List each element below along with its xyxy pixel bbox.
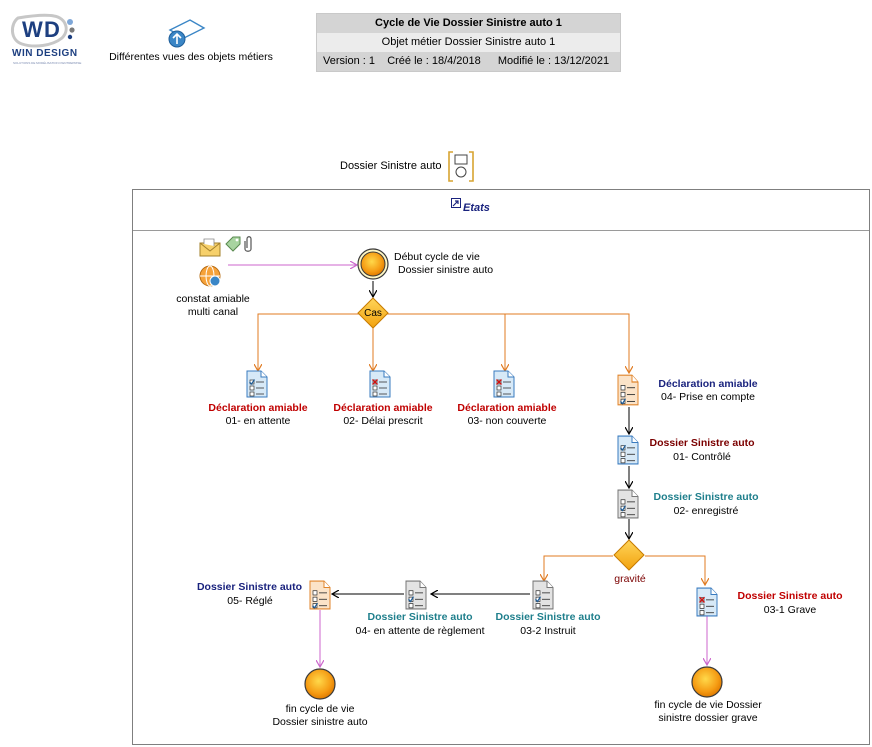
state-document-icon[interactable] [246, 370, 268, 398]
cas-label: Cas [364, 308, 382, 319]
state-document-icon[interactable] [493, 370, 515, 398]
version-cell: Version : 1 [317, 53, 381, 70]
shortcut-arrow-icon[interactable] [451, 198, 461, 208]
dossier-01-label: 01- Contrôlé [673, 451, 731, 463]
dossier-031-label: 03-1 Grave [763, 604, 817, 616]
end1-label-1: fin cycle de vie [285, 703, 355, 715]
dossier-02-label: 02- enregistré [673, 505, 739, 517]
windesign-logo-icon: W D [11, 13, 75, 48]
state-02-name: Déclaration amiable [333, 402, 433, 414]
views-link[interactable]: Différentes vues des objets métiers [100, 18, 285, 66]
page-title: Cycle de Vie Dossier Sinistre auto 1 [375, 17, 562, 29]
edge-gravite-grave [645, 555, 705, 584]
state-document-icon[interactable] [369, 370, 391, 398]
state-document-icon[interactable] [696, 587, 718, 617]
state-02-label: 02- Délai prescrit [343, 415, 423, 427]
source-label-1: constat amiable [176, 293, 250, 305]
business-object-icon[interactable] [448, 151, 474, 182]
dossier-032-label: 03-2 Instruit [520, 625, 576, 637]
views-upload-icon [168, 19, 206, 48]
state-04-label: 04- Prise en compte [661, 391, 755, 403]
frame-title[interactable]: Etats [463, 202, 490, 214]
page-subtitle: Objet métier Dossier Sinistre auto 1 [381, 36, 556, 48]
business-object-label: Dossier Sinistre auto [340, 160, 442, 172]
state-document-icon[interactable] [532, 580, 554, 610]
start-event-icon[interactable] [357, 248, 389, 280]
end2-label-2: sinistre dossier grave [658, 712, 758, 724]
envelope-icon [199, 238, 221, 257]
end-event-icon[interactable] [304, 668, 336, 700]
svg-text:D: D [44, 17, 60, 42]
tag-icon [225, 236, 241, 252]
state-document-icon[interactable] [617, 374, 639, 406]
created-cell: Créé le : 18/4/2018 [383, 53, 485, 70]
edge-gravite-instruit [544, 555, 613, 580]
logo-tagline: SOLUTIONS DE MODÉLISATION D'ENTREPRISE [13, 61, 82, 65]
logo-wordmark: WIN DESIGN [12, 48, 78, 59]
dossier-04-label: 04- en attente de règlement [355, 625, 485, 637]
modified-cell: Modifié le : 13/12/2021 [487, 53, 620, 70]
source-label-2: multi canal [187, 306, 239, 318]
paperclip-icon [244, 236, 252, 252]
title-block: Cycle de Vie Dossier Sinistre auto 1 Obj… [316, 13, 621, 72]
states-frame: Etats [132, 189, 870, 745]
web-globe-icon [199, 265, 221, 287]
gravite-decision-icon[interactable] [613, 539, 645, 571]
start-label-2: Dossier sinistre auto [398, 264, 494, 276]
views-label: Différentes vues des objets métiers [109, 51, 273, 63]
end1-label-2: Dossier sinistre auto [272, 716, 368, 728]
end2-label-1: fin cycle de vie Dossier [654, 699, 762, 711]
edge-cas-01 [258, 313, 360, 370]
state-01-label: 01- en attente [225, 415, 291, 427]
dossier-04-name: Dossier Sinistre auto [367, 611, 473, 623]
state-document-icon[interactable] [617, 489, 639, 519]
state-01-name: Déclaration amiable [208, 402, 308, 414]
dossier-05-name: Dossier Sinistre auto [196, 581, 302, 593]
cas-decision-icon[interactable] [357, 297, 389, 329]
dossier-01-name: Dossier Sinistre auto [649, 437, 755, 449]
svg-text:W: W [22, 17, 43, 42]
state-04-name: Déclaration amiable [658, 378, 758, 390]
dossier-032-name: Dossier Sinistre auto [495, 611, 601, 623]
state-03-label: 03- non couverte [467, 415, 547, 427]
state-document-icon[interactable] [309, 580, 331, 610]
source-node[interactable]: constat amiable multi canal [168, 234, 256, 318]
dossier-031-name: Dossier Sinistre auto [737, 590, 843, 602]
windesign-logo: W D WIN DESIGN SOLUTIONS DE MODÉLISATION… [8, 10, 82, 65]
state-03-name: Déclaration amiable [457, 402, 557, 414]
dossier-05-label: 05- Réglé [227, 595, 273, 607]
dossier-02-name: Dossier Sinistre auto [653, 491, 759, 503]
state-document-icon[interactable] [405, 580, 427, 610]
gravite-label: gravité [614, 573, 646, 585]
state-document-icon[interactable] [617, 435, 639, 465]
end-event-icon[interactable] [691, 666, 723, 698]
start-label-1: Début cycle de vie [394, 251, 480, 263]
edge-cas-03 [386, 313, 629, 372]
